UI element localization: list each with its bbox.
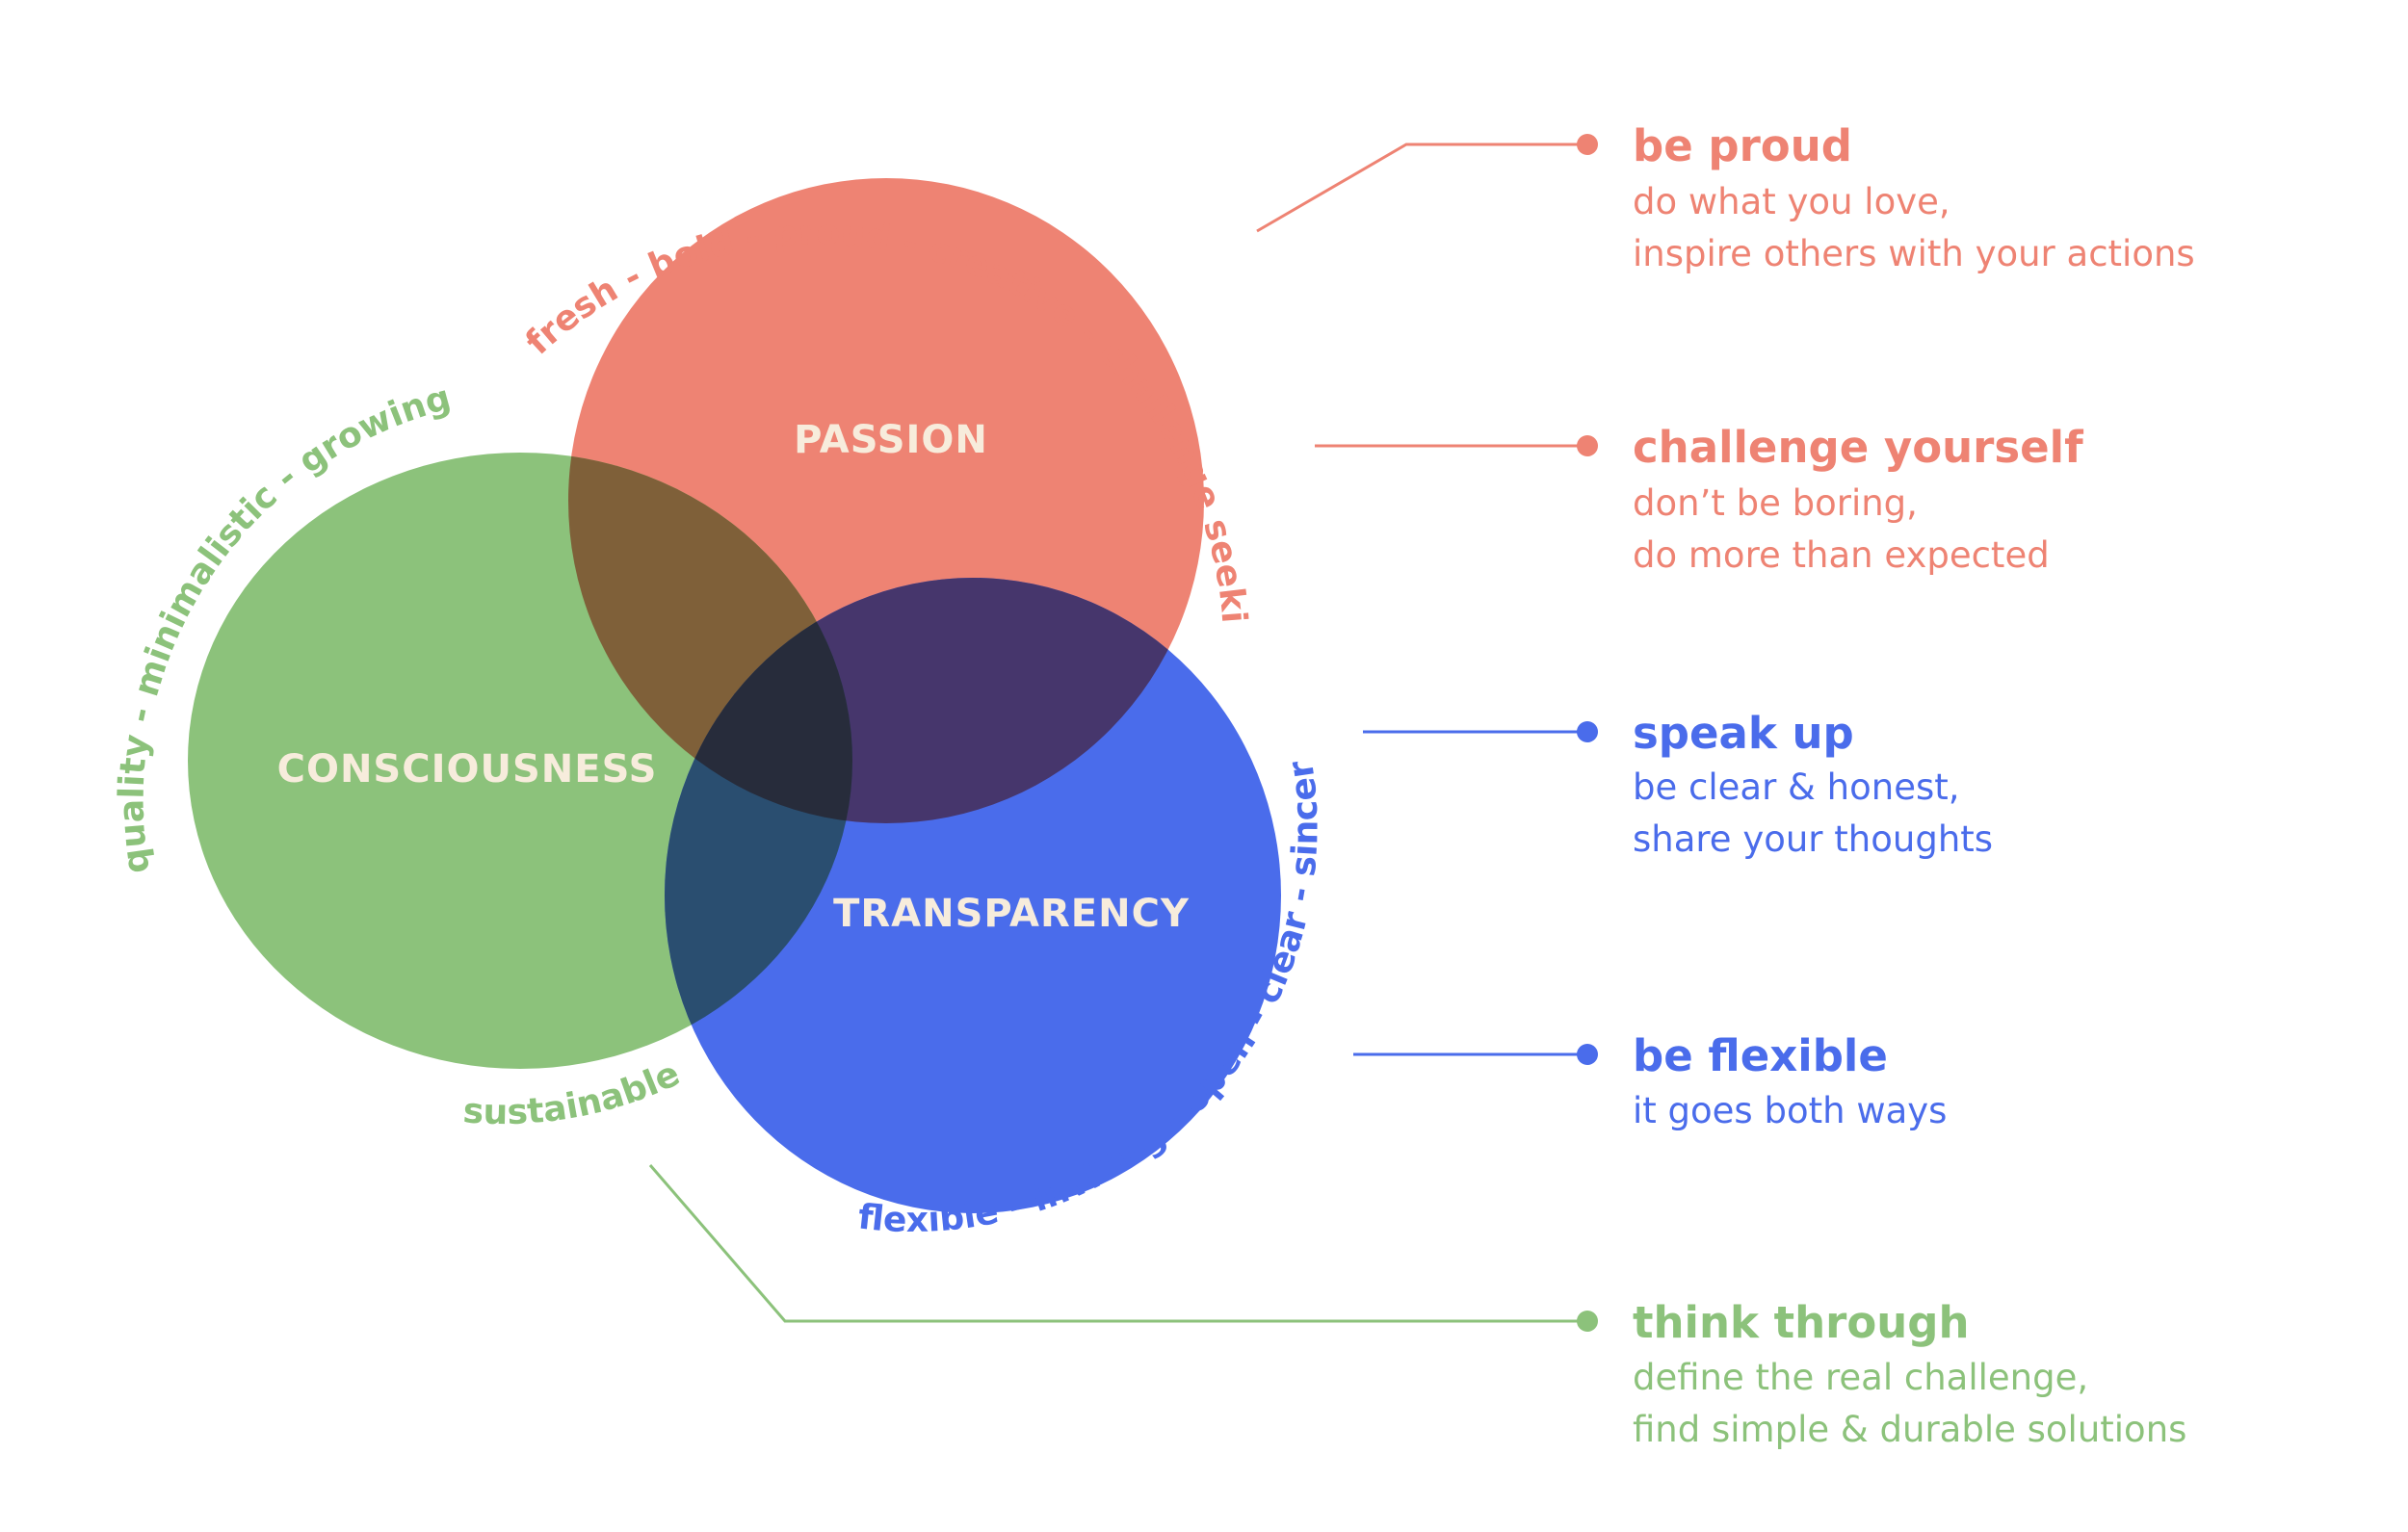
consciousness-label: CONSCIOUSNESS — [277, 747, 658, 792]
value-challenge-yourself-line-1: don’t be boring, — [1633, 482, 1918, 524]
passion-label: PASSION — [794, 418, 988, 462]
value-be-proud-line-1: do what you love, — [1633, 181, 1950, 222]
value-speak-up: speak up be clear & honest, share your t… — [1633, 708, 1993, 860]
connector-dot-be-flexible — [1577, 1044, 1598, 1065]
value-think-through-line-1: define the real challenge, — [1633, 1357, 2088, 1398]
value-be-flexible-title: be flexible — [1633, 1030, 1888, 1081]
connector-dot-be-proud — [1577, 134, 1598, 155]
value-think-through-line-2: find simple & durable solutions — [1633, 1409, 2186, 1450]
value-think-through-title: think through — [1633, 1297, 1970, 1348]
value-be-flexible-line-1: it goes both ways — [1633, 1090, 1947, 1131]
value-speak-up-line-2: share your thoughts — [1633, 818, 1993, 860]
connector-be-proud — [1256, 143, 1587, 233]
value-speak-up-title: speak up — [1633, 708, 1854, 759]
connector-dot-challenge-yourself — [1577, 435, 1598, 456]
value-be-proud: be proud do what you love, inspire other… — [1633, 120, 2195, 274]
value-challenge-yourself-line-2: do more than expected — [1633, 534, 2050, 576]
value-speak-up-line-1: be clear & honest, — [1633, 766, 1960, 808]
transparency-label: TRANSPARENCY — [833, 892, 1190, 936]
value-be-proud-title: be proud — [1633, 120, 1852, 171]
connector-dot-speak-up — [1577, 721, 1598, 742]
overlap-center — [665, 578, 852, 823]
overlap-passion-consciousness — [568, 453, 852, 823]
value-be-proud-line-2: inspire others with your actions — [1633, 233, 2195, 274]
value-challenge-yourself: challenge yourself don’t be boring, do m… — [1633, 422, 2083, 576]
value-think-through: think through define the real challenge,… — [1633, 1297, 2186, 1450]
value-challenge-yourself-title: challenge yourself — [1633, 422, 2083, 473]
connector-think-through — [648, 1164, 1587, 1323]
value-be-flexible: be flexible it goes both ways — [1633, 1030, 1947, 1131]
connector-dot-think-through — [1577, 1311, 1598, 1332]
